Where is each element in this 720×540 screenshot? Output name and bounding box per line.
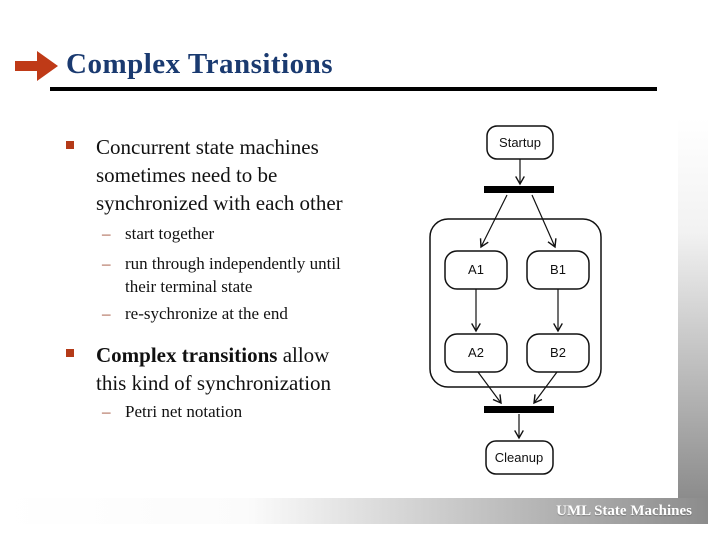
text-line: re-sychronize at the end: [125, 304, 288, 323]
state-machine-diagram: Startup A1 B1 A2 B2 Cleanup: [429, 125, 602, 475]
text-line: synchronized with each other: [96, 191, 343, 215]
state-box: [486, 125, 554, 160]
dash-bullet-icon: –: [102, 224, 111, 243]
bullet-square-icon: [66, 141, 74, 149]
edge-fork-b1: [531, 194, 557, 249]
subbullet-petri-net: – Petri net notation: [102, 400, 242, 423]
footer-title: UML State Machines: [556, 502, 692, 519]
state-box: [526, 250, 590, 290]
subbullet-text: run through independently until their te…: [125, 252, 341, 298]
subbullet-start-together: – start together: [102, 222, 214, 245]
state-box: [444, 250, 508, 290]
subbullet-resynchronize: – re-sychronize at the end: [102, 302, 288, 325]
state-box: [526, 333, 590, 373]
state-a1: A1: [444, 250, 508, 290]
state-label: Cleanup: [495, 450, 543, 465]
state-box: [485, 440, 554, 475]
text-line: this kind of synchronization: [96, 371, 332, 395]
dash-bullet-icon: –: [102, 254, 111, 273]
header-arrow-icon: [15, 51, 58, 81]
text-line: their terminal state: [125, 277, 253, 296]
join-bar: [484, 406, 554, 413]
state-label: A2: [468, 345, 484, 360]
subbullet-text: Petri net notation: [125, 400, 242, 423]
fork-bar: [484, 186, 554, 193]
page-title: Complex Transitions: [66, 48, 334, 80]
dash-bullet-icon: –: [102, 402, 111, 421]
subbullet-run-through: – run through independently until their …: [102, 252, 341, 298]
text-line: run through independently until: [125, 254, 341, 273]
text-line: start together: [125, 224, 215, 243]
state-label: B1: [550, 262, 566, 277]
bold-term: Complex transitions: [96, 343, 278, 367]
text-line: sometimes need to be: [96, 163, 278, 187]
bullet-concurrent: Concurrent state machines sometimes need…: [64, 133, 343, 217]
state-label: A1: [468, 262, 484, 277]
bullet-square-icon: [66, 349, 74, 357]
state-box: [444, 333, 508, 373]
bullet-complex-transitions: Complex transitions allow this kind of s…: [64, 341, 331, 397]
text-rest: allow: [277, 343, 330, 367]
subbullet-text: start together: [125, 222, 214, 245]
composite-region: [429, 218, 602, 388]
right-shadow-gradient: [678, 118, 708, 498]
state-cleanup: Cleanup: [485, 440, 554, 475]
text-line: Petri net notation: [125, 402, 243, 421]
dash-bullet-icon: –: [102, 304, 111, 323]
state-b1: B1: [526, 250, 590, 290]
bullet-concurrent-text: Concurrent state machines sometimes need…: [96, 133, 343, 217]
bullet-complex-text: Complex transitions allow this kind of s…: [96, 341, 331, 397]
text-line: Complex transitions allow: [96, 341, 331, 369]
state-b2: B2: [526, 333, 590, 373]
state-label: B2: [550, 345, 566, 360]
text-line: Concurrent state machines: [96, 135, 319, 159]
title-underline: [50, 87, 657, 91]
edge-fork-a1: [479, 194, 508, 249]
state-label: Startup: [499, 135, 541, 150]
state-startup: Startup: [486, 125, 554, 160]
state-a2: A2: [444, 333, 508, 373]
subbullet-text: re-sychronize at the end: [125, 302, 288, 325]
footer-bar: UML State Machines: [0, 498, 708, 524]
